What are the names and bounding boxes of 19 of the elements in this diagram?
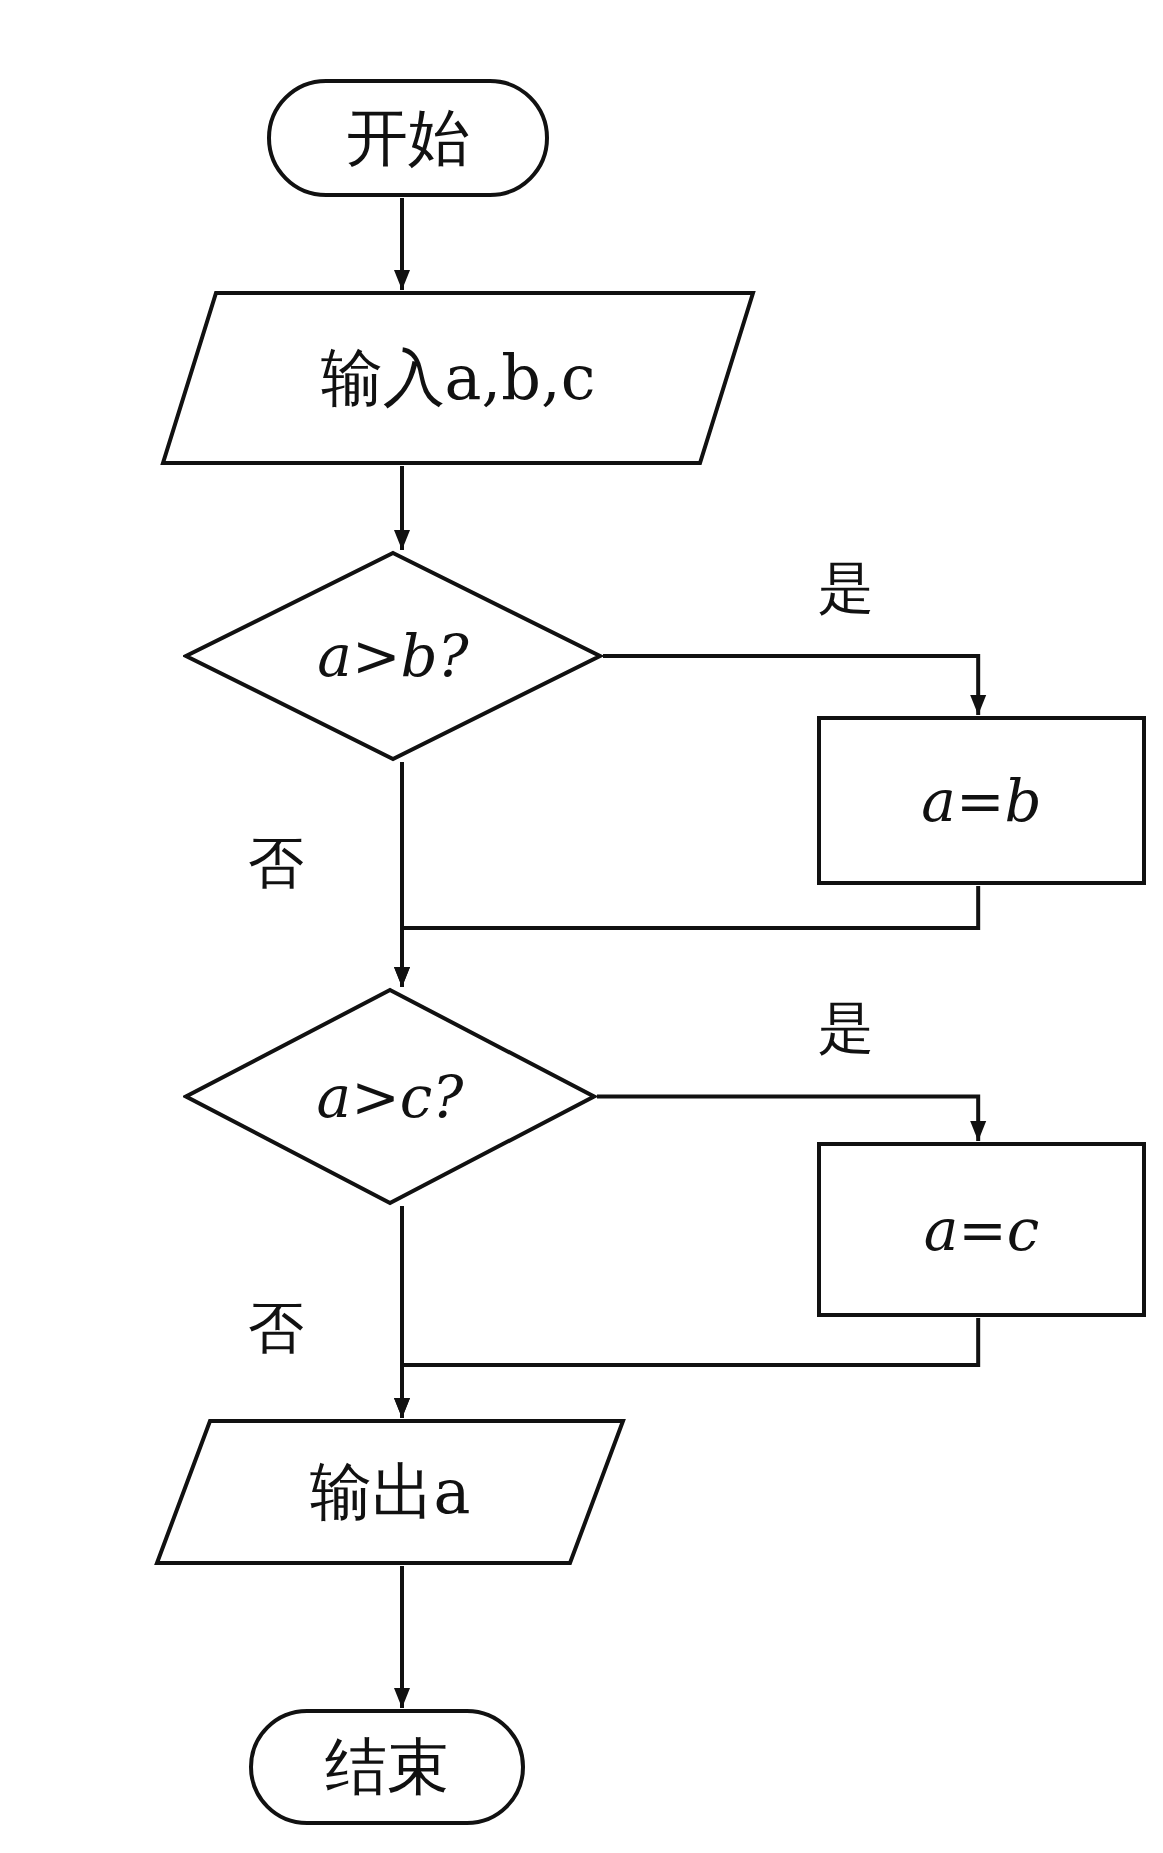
arrow [394,1318,981,1418]
arrow [394,886,981,987]
process-box: a=b [816,715,1147,886]
edge-label: 否 [248,1300,304,1356]
start-terminal: 开始 [266,78,550,198]
input-parallelogram: 输入a,b,c [160,290,756,466]
arrow [394,198,410,290]
arrow [394,1566,410,1708]
arrow [394,466,410,550]
output-parallelogram: 输出a [154,1418,626,1566]
decision-diamond: a>b? [183,550,603,762]
process-box: a=c [816,1141,1147,1318]
arrow [603,654,987,715]
edge-label: 是 [818,1000,874,1056]
end-terminal: 结束 [248,1708,526,1826]
edge-label: 是 [818,560,874,616]
decision-diamond: a>c? [183,987,597,1206]
arrow [597,1094,987,1141]
edge-label: 否 [248,835,304,891]
